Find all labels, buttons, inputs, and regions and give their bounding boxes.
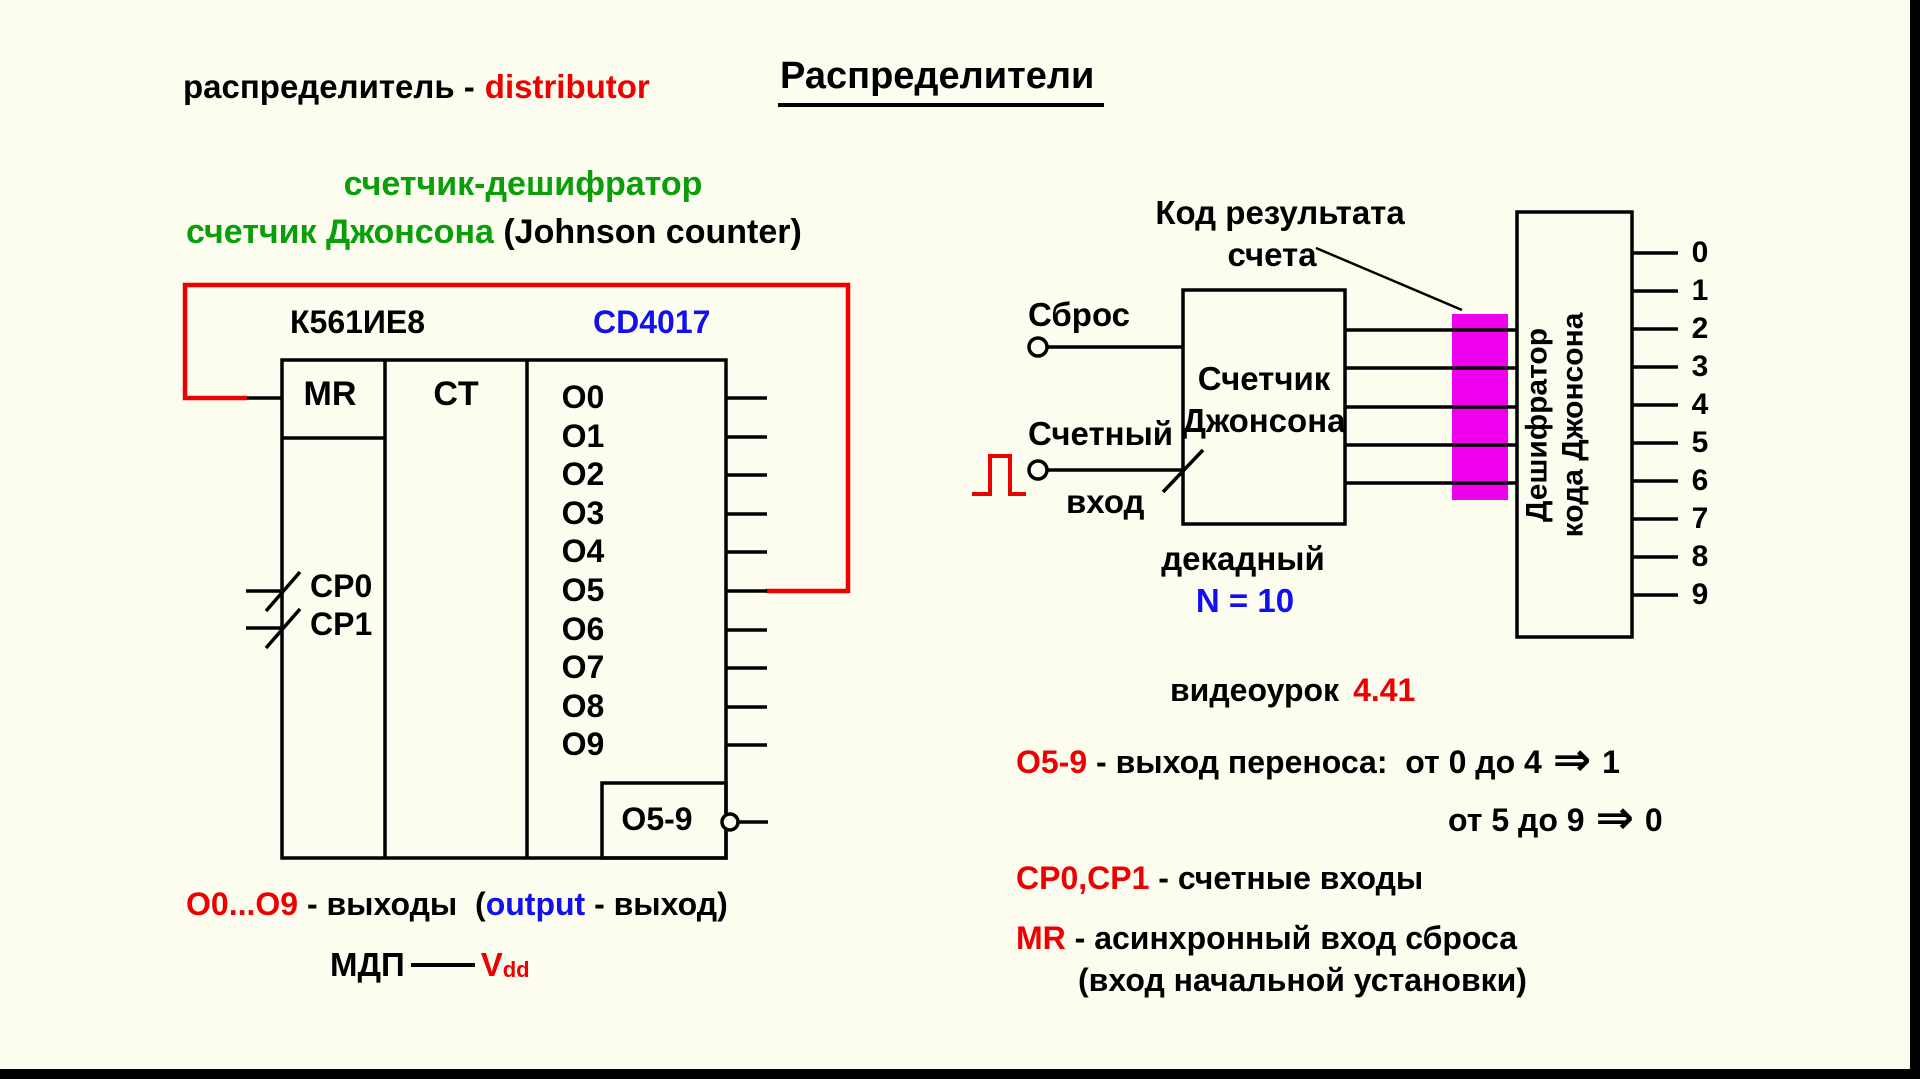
legend-range: O0...O9 [186,886,299,922]
dec-output-9: 9 [1691,578,1709,611]
dec-output-2: 2 [1691,312,1709,345]
counter-modulus: N = 10 [1195,582,1295,619]
note-carry-term: О5-9 [1016,744,1088,780]
cp0-edge-slash [264,570,302,613]
term-ru: распределитель - [183,68,475,105]
code-annotation-line2: счета [1227,236,1317,273]
reset-label: Сброс [1028,296,1131,333]
note-carry-value1: 1 [1593,744,1620,780]
note-cp: СР0,СР1 - счетные входы [1016,860,1424,896]
dec-output-7: 7 [1691,502,1709,535]
output-label-o6: O6 [561,611,605,647]
mr-label: MR [303,375,357,413]
bottom-edge-border [0,1069,1920,1079]
feedback-wire [182,282,851,594]
counter-box-line1: Счетчик [1197,360,1331,397]
carry-label: O5-9 [621,801,693,837]
note-mr: MR - асинхронный вход сброса [1016,920,1518,956]
output-label-o1: O1 [561,418,605,454]
note-carry-line1: О5-9 - выход переноса: от 0 до 4 ⇒ 1 [1016,732,1620,785]
dec-output-5: 5 [1691,426,1709,459]
counter-type: декадный [1161,540,1325,577]
double-arrow-icon: ⇒ [1552,732,1592,785]
reset-terminal [1027,336,1049,358]
dec-output-1: 1 [1691,274,1709,307]
note-mr-text2: (вход начальной установки) [1078,962,1527,998]
output-label-o7: O7 [561,649,605,685]
legend-en: output [485,886,586,922]
note-carry-line2: от 5 до 9 ⇒ 0 [1448,790,1663,843]
code-annotation-line1: Код результата [1155,194,1405,231]
decoder-label-line1: Дешифратор [1520,327,1554,523]
output-label-o9: O9 [561,726,605,762]
counter-name-en: (Johnson counter) [493,213,802,251]
left-chip-outline [246,358,768,860]
outputs-legend: O0...O9 - выходы ( output - выход) [186,886,728,922]
note-mr-term: MR [1016,920,1066,956]
subtitle-green: счетчик-дешифратор [343,165,703,203]
page-title: Распределители [778,56,1105,108]
clock-label-2: вход [1066,483,1145,520]
carry-circle [720,812,740,832]
term-en: distributor [484,68,650,105]
decoder-box [1515,210,1634,639]
decoder-label-line2: кода Джонсона [1556,312,1590,538]
power-sub: dd [502,956,530,982]
header-term: распределитель - distributor [183,68,650,105]
output-label-o0: O0 [561,379,605,415]
subtitle-counter: счетчик Джонсона (Johnson counter) [186,214,802,250]
cp1-label: CP1 [310,606,373,642]
output-label-o2: O2 [561,456,605,492]
note-carry-text: - выход переноса: от 0 до 4 [1087,744,1551,780]
note-cp-term: СР0,СР1 [1016,860,1150,896]
cp1-edge-slash [264,607,302,650]
ct-label: CT [433,375,479,413]
right-edge-border [1910,0,1920,1079]
bus-lines-over-highlight [1452,328,1508,485]
dec-output-4: 4 [1691,388,1709,421]
dec-output-8: 8 [1691,540,1709,573]
power-label: МДП [330,946,405,983]
note-carry-value2: 0 [1635,802,1663,838]
counter-name-ru: счетчик Джонсона [186,213,494,251]
note-mr-text: - асинхронный вход сброса [1065,920,1518,956]
chip-body [280,358,728,860]
cp0-label: CP0 [310,568,373,604]
power-dash [410,963,475,968]
counter-box-line2: Джонсона [1182,402,1346,439]
dec-output-3: 3 [1691,350,1709,383]
output-label-o3: O3 [561,495,605,531]
decoder-label: Дешифратор кода Джонсона [1520,213,1630,638]
clock-terminal [1027,459,1049,481]
clock-label-1: Счетный [1028,415,1174,452]
dec-output-6: 6 [1691,464,1709,497]
note-cp-text: - счетные входы [1149,860,1424,896]
chip-name-ru: К561ИЕ8 [290,304,426,340]
output-label-o4: O4 [561,533,605,569]
dec-output-0: 0 [1691,236,1709,269]
output-label-o5: O5 [561,572,605,608]
chip-name-en: CD4017 [593,304,711,340]
lesson-number: 4.41 [1353,672,1416,708]
double-arrow-icon-2: ⇒ [1595,790,1634,843]
legend-mid: - выходы ( [298,886,486,922]
lesson-label: видеоурок [1170,672,1340,708]
lesson-ref: видеоурок 4.41 [1170,672,1416,708]
pulse-icon [972,454,1026,496]
power-v: V [480,946,503,983]
output-label-o8: O8 [561,688,605,724]
power-legend: МДП V dd [330,946,530,983]
annotation-pointer-line [1315,246,1463,312]
legend-tail: - выход) [585,886,728,922]
note-carry-range2: от 5 до 9 [1448,802,1594,838]
